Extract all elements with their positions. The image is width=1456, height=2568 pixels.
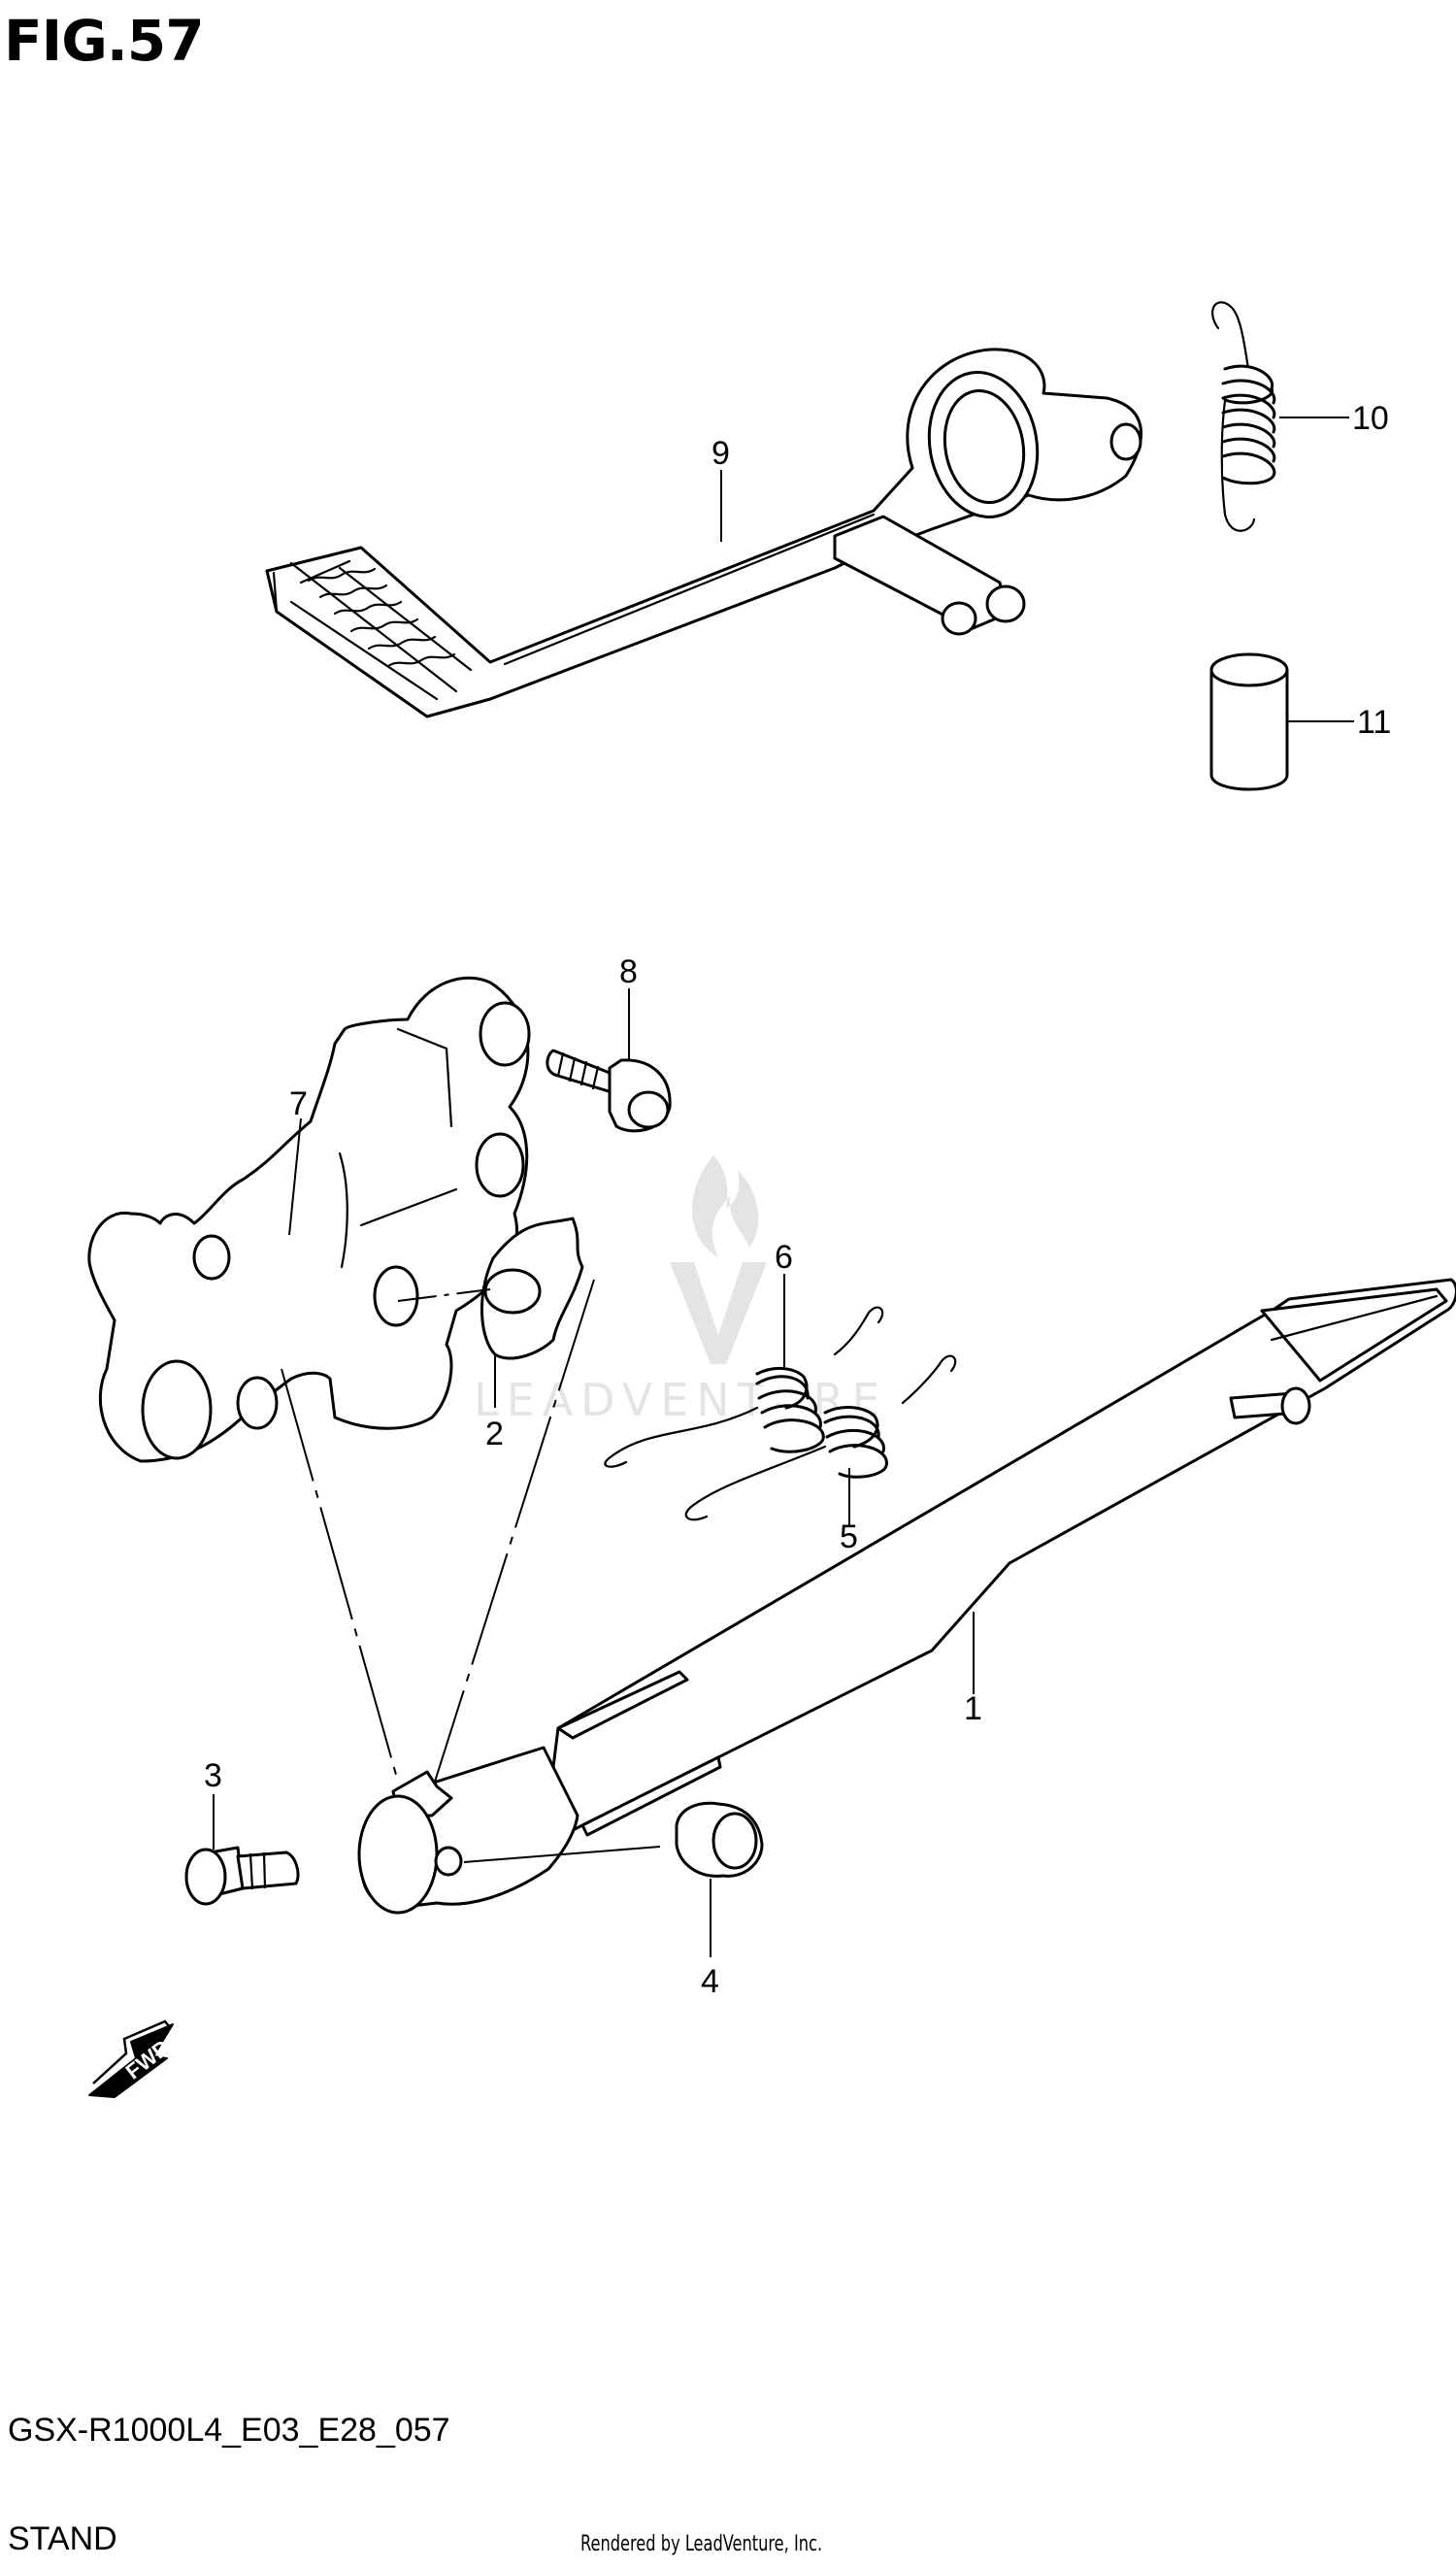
callout-4: 4 xyxy=(701,1963,719,2000)
callout-9: 9 xyxy=(711,435,730,472)
render-credit: Rendered by LeadVenture, Inc. xyxy=(580,2532,823,2556)
nut: 4 xyxy=(675,1801,764,2000)
callout-10: 10 xyxy=(1352,400,1389,437)
spacer: 11 xyxy=(1209,652,1391,791)
brake-pedal xyxy=(265,348,1143,718)
fwd-arrow-icon: FWD xyxy=(88,2019,175,2098)
washer: 2 xyxy=(480,1217,584,1452)
side-stand: 1 xyxy=(357,1278,1456,1915)
stand-bolt: 3 xyxy=(184,1757,300,1906)
callout-11: 11 xyxy=(1357,704,1391,741)
callout-2: 2 xyxy=(485,1416,504,1452)
return-spring: 10 xyxy=(1211,301,1389,532)
figure-title: FIG.57 xyxy=(4,8,205,74)
spring-outer: 6 xyxy=(604,1239,884,1468)
callout-7: 7 xyxy=(289,1085,308,1122)
stand-bracket: 7 xyxy=(87,976,531,1463)
watermark-text: LEADVENTURE xyxy=(474,1374,888,1426)
callout-6: 6 xyxy=(775,1239,793,1276)
callout-8: 8 xyxy=(619,953,638,990)
callout-5: 5 xyxy=(840,1518,858,1555)
section-name: STAND xyxy=(8,2520,117,2557)
callout-1: 1 xyxy=(964,1690,982,1727)
bracket-bolt: 8 xyxy=(546,953,672,1133)
spring-inner: 5 xyxy=(684,1354,957,1555)
assembly-guide-lines xyxy=(281,1279,595,1783)
model-code: GSX-R1000L4_E03_E28_057 xyxy=(8,2412,450,2449)
callout-3: 3 xyxy=(204,1757,222,1794)
